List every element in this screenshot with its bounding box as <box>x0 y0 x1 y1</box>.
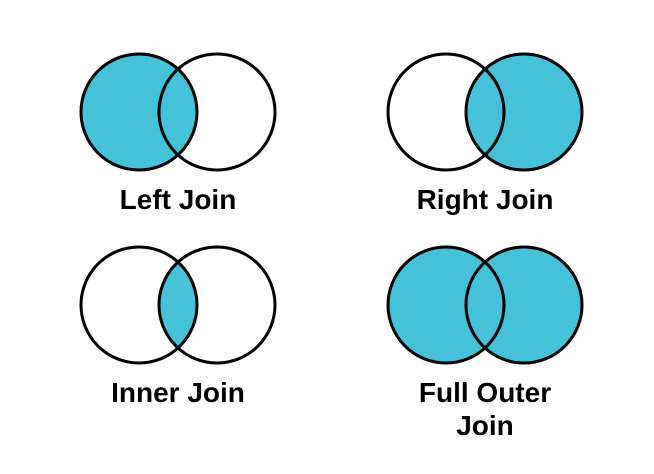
venn-figure-left-join: Left Join <box>58 40 298 216</box>
venn-figure-right-join: Right Join <box>365 40 605 216</box>
venn-figure-inner-join: Inner Join <box>58 233 298 409</box>
right-circle-outline <box>464 52 584 172</box>
venn-graphic-full-outer-join <box>365 243 605 367</box>
left-circle-outline <box>79 245 199 365</box>
venn-label-left-join: Left Join <box>119 184 237 215</box>
venn-label-inner-join: Inner Join <box>111 377 245 408</box>
venn-svg-right-join <box>386 52 584 172</box>
right-circle-outline <box>157 52 277 172</box>
venn-graphic-inner-join <box>58 243 298 367</box>
venn-svg-inner-join <box>79 245 277 365</box>
venn-svg-left-join <box>79 52 277 172</box>
left-circle-outline <box>386 245 506 365</box>
venn-graphic-right-join <box>365 50 605 174</box>
venn-graphic-left-join <box>58 50 298 174</box>
left-circle-outline <box>386 52 506 172</box>
right-circle-outline <box>464 245 584 365</box>
venn-svg-full-outer-join <box>386 245 584 365</box>
venn-figure-full-outer-join: Full Outer Join <box>365 233 605 442</box>
venn-label-full-outer-join: Full Outer Join <box>418 377 552 442</box>
left-circle-outline <box>79 52 199 172</box>
venn-label-right-join: Right Join <box>416 184 554 215</box>
right-circle-outline <box>157 245 277 365</box>
